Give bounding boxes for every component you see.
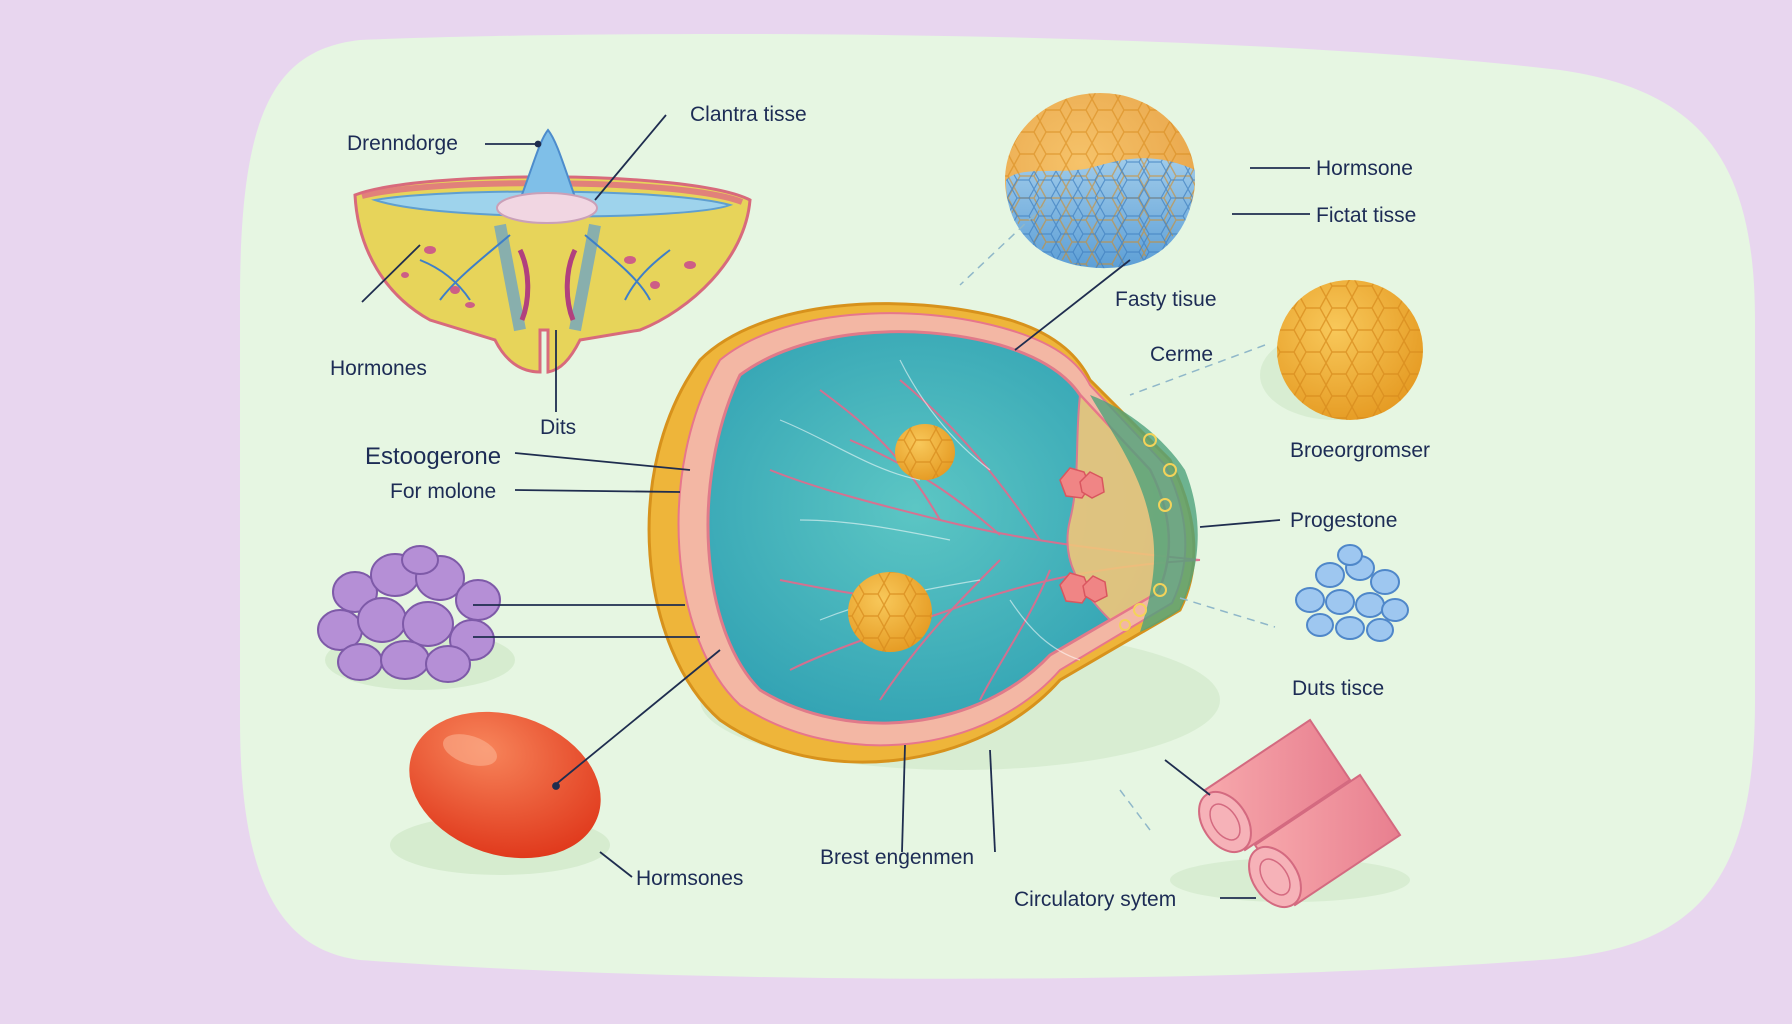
- central-cross-section: [647, 302, 1220, 770]
- purple-cell-cluster: [317, 545, 515, 690]
- pink-cylinders: [1170, 718, 1410, 908]
- label-estoogerone: Estoogerone: [365, 443, 502, 470]
- dashed-connectors: [959, 204, 1276, 831]
- label-fictat-tisse: Fictat tisse: [1316, 204, 1417, 227]
- layered-tissue-orb: [1005, 93, 1196, 269]
- gland-cross-section: [353, 128, 752, 374]
- lobule-lower: [848, 572, 932, 652]
- blue-cell-cluster: [1295, 544, 1409, 642]
- orange-tissue-orb: [1260, 280, 1423, 420]
- red-ellipsoid: [390, 711, 610, 875]
- label-drenndorge: Drenndorge: [347, 132, 458, 155]
- label-hormsone: Hormsone: [1316, 157, 1413, 180]
- label-dits: Dits: [540, 416, 577, 439]
- label-progestone: Progestone: [1290, 509, 1398, 532]
- label-hormones-top: Hormones: [330, 357, 427, 380]
- label-fasty-tisue: Fasty tisue: [1115, 288, 1217, 311]
- label-brest-engenmen: Brest engenmen: [820, 846, 975, 869]
- label-cerme: Cerme: [1150, 343, 1214, 366]
- leader-lines: [361, 114, 1310, 899]
- label-duts-tisce: Duts tisce: [1292, 677, 1385, 700]
- label-for-molone: For molone: [390, 480, 497, 503]
- label-hormsones: Hormsones: [636, 867, 744, 890]
- label-circulatory-system: Circulatory sytem: [1014, 888, 1177, 911]
- lobule-upper: [895, 424, 955, 480]
- label-broeorgromser: Broeorgromser: [1290, 439, 1431, 462]
- label-clantra-tisse: Clantra tisse: [690, 103, 807, 126]
